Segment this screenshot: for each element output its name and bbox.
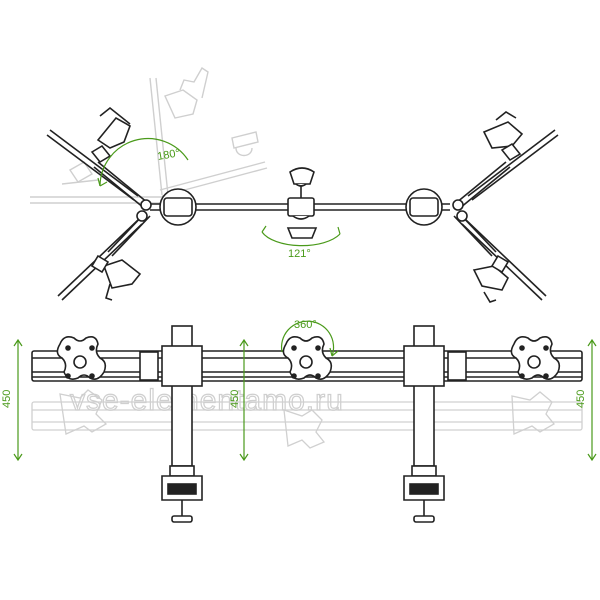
rotation-arc-arrow — [329, 347, 339, 357]
angle-label-121: 121° — [288, 248, 311, 260]
ghost-positions — [30, 67, 268, 204]
pole-left — [161, 325, 203, 523]
center-mount — [286, 167, 318, 239]
right-arm-upper — [452, 111, 559, 211]
left-arm-lower — [57, 210, 151, 301]
left-arm-upper — [46, 106, 152, 211]
angle-label-180: 180° — [156, 147, 181, 163]
right-arm-lower — [453, 210, 547, 303]
height-dimension-center — [239, 338, 249, 462]
rotation-label: 360° — [294, 319, 317, 331]
front-view: vse-elementamo.ru — [1, 319, 597, 523]
pole-clamp-right — [405, 188, 443, 226]
pole-right — [403, 325, 445, 523]
angle-arc-center — [261, 231, 341, 247]
watermark: vse-elementamo.ru — [70, 384, 344, 417]
height-label-right: 450 — [575, 390, 587, 408]
top-view: 180° 121° — [30, 67, 559, 303]
angle-arc-center-arrows — [261, 225, 341, 235]
angle-arc-left — [99, 138, 189, 187]
vesa-plate-right — [510, 336, 561, 380]
height-label-center: 450 — [229, 390, 241, 408]
angle-arc-left-arrow — [97, 177, 108, 187]
pole-clamp-left — [159, 188, 197, 226]
height-dimension-left — [13, 338, 23, 462]
vesa-plate-center — [282, 336, 333, 380]
rotation-arc — [280, 320, 335, 357]
height-label-left: 450 — [1, 390, 13, 408]
ghost-lowered-position — [31, 389, 583, 449]
height-dimension-right — [587, 338, 597, 462]
vesa-plate-left — [56, 336, 107, 380]
